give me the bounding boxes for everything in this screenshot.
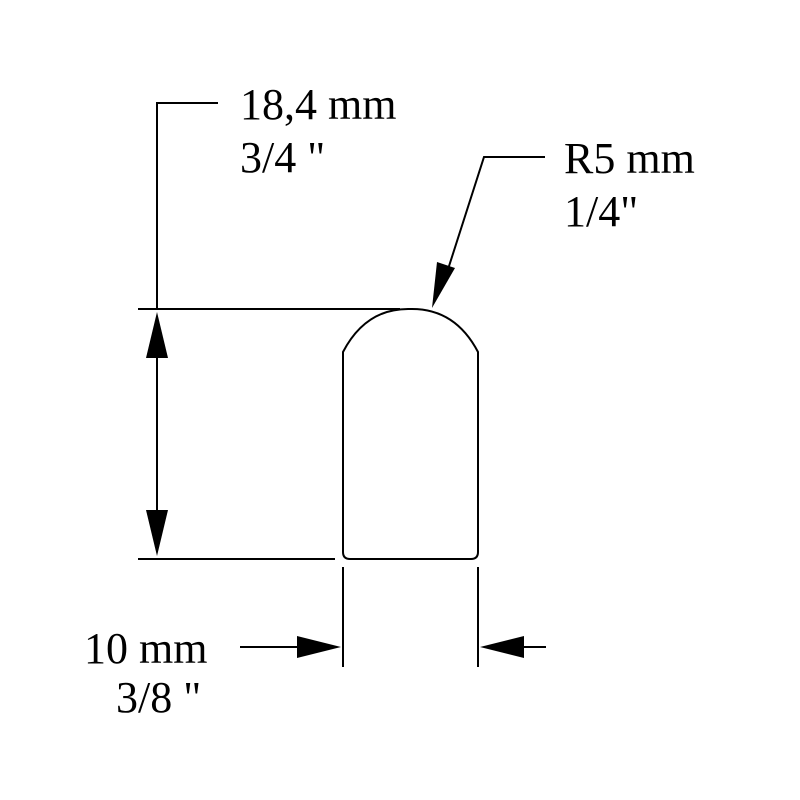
height-metric-label: 18,4 mm [240,80,396,129]
height-arrow-bottom [146,510,168,556]
width-arrow-left [297,636,341,658]
radius-imperial-label: 1/4" [564,187,638,236]
width-metric-label: 10 mm [84,624,207,673]
radius-arrow [432,262,455,308]
width-arrow-right [480,636,524,658]
profile-outline [342,307,479,560]
height-arrow-top [146,312,168,358]
width-imperial-label: 3/8 " [116,673,201,722]
height-imperial-label: 3/4 " [240,133,325,182]
height-leader [156,102,218,309]
radius-metric-label: R5 mm [564,134,695,183]
radius-leader [441,156,545,289]
